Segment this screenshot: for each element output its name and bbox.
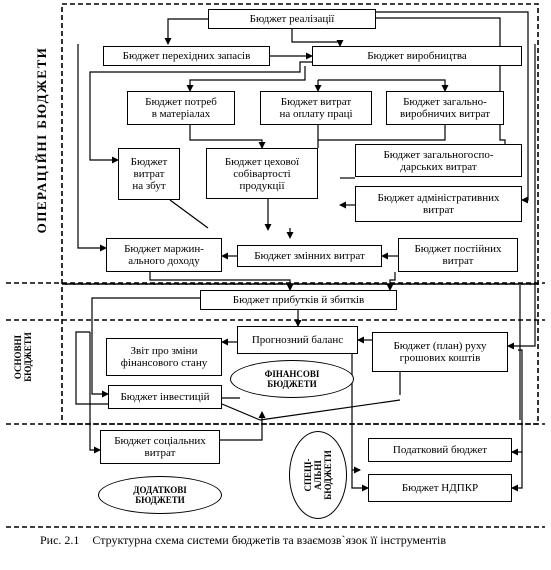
caption-label: Рис. 2.1: [40, 533, 80, 547]
shop-cost-budget: Бюджет цехової собівартості продукції: [206, 148, 318, 199]
sales-costs-budget: Бюджет витрат на збут: [118, 148, 180, 200]
investments-budget: Бюджет інвестицій: [108, 385, 222, 409]
fixed-costs-budget: Бюджет постійних витрат: [398, 238, 518, 272]
social-costs-budget: Бюджет соціальних витрат: [100, 430, 220, 464]
forecast-balance: Прогнозний баланс: [237, 326, 358, 354]
administrative-budget: Бюджет адміністративних витрат: [355, 186, 522, 222]
financial-budgets-ellipse: ФІНАНСОВІ БЮДЖЕТИ: [230, 360, 354, 398]
profit-loss-budget: Бюджет прибутків й збитків: [200, 290, 397, 310]
transitional-stocks-budget: Бюджет перехідних запасів: [103, 46, 270, 66]
caption-text: Структурна схема системи бюджетів та вза…: [92, 533, 446, 547]
special-budgets-ellipse: СПЕЦІ- АЛЬНІ БЮДЖЕТИ: [289, 431, 347, 519]
materials-needs-budget: Бюджет потреб в матеріалах: [127, 91, 235, 125]
figure-caption: Рис. 2.1 Структурна схема системи бюджет…: [6, 533, 526, 547]
variable-costs-budget: Бюджет змінних витрат: [237, 245, 382, 267]
financial-state-report: Звіт про зміни фінансового стану: [106, 338, 222, 376]
main-budgets-label: ОСНОВНІ БЮДЖЕТИ: [13, 332, 33, 382]
special-budgets-label: СПЕЦІ- АЛЬНІ БЮДЖЕТИ: [302, 450, 333, 500]
labor-costs-budget: Бюджет витрат на оплату праці: [260, 91, 372, 125]
tax-budget: Податковий бюджет: [368, 438, 512, 462]
general-economic-budget: Бюджет загальногоспо- дарських витрат: [355, 144, 522, 177]
additional-budgets-ellipse: ДОДАТКОВІ БЮДЖЕТИ: [98, 476, 222, 514]
cash-flow-budget: Бюджет (план) руху грошових коштів: [372, 332, 508, 372]
realization-budget: Бюджет реалізації: [208, 9, 376, 29]
general-production-budget: Бюджет загально- виробничих витрат: [386, 91, 504, 125]
operational-budgets-label: ОПЕРАЦІЙНІ БЮДЖЕТИ: [34, 46, 49, 234]
rnd-budget: Бюджет НДПКР: [368, 474, 512, 502]
production-budget: Бюджет виробництва: [312, 46, 522, 66]
marginal-income-budget: Бюджет маржин- ального доходу: [106, 238, 222, 272]
